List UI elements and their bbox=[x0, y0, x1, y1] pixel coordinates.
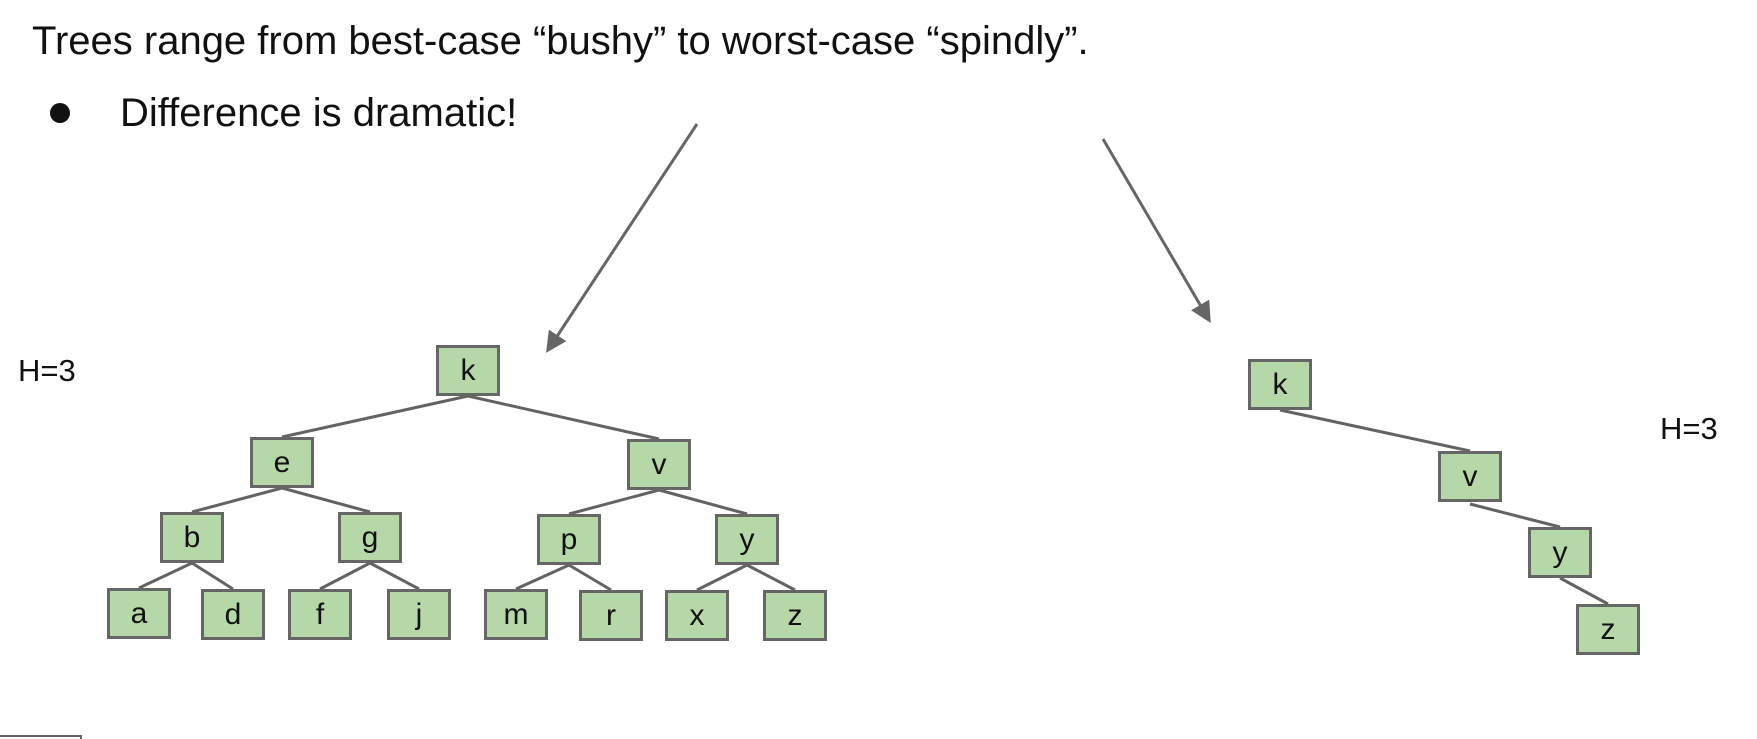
bullet-text: Difference is dramatic! bbox=[120, 91, 518, 135]
bushy-node: k bbox=[436, 345, 500, 396]
edge-e-g bbox=[281, 486, 371, 514]
edge-p-r bbox=[568, 563, 612, 592]
bushy-node: e bbox=[250, 437, 314, 488]
bushy-tree-edges bbox=[138, 394, 796, 592]
edge-g-j bbox=[369, 561, 420, 591]
bushy-node: a bbox=[107, 588, 171, 639]
edge-v-y-spindly bbox=[1469, 502, 1561, 529]
bushy-node: v bbox=[627, 439, 691, 490]
edge-p-m bbox=[515, 563, 570, 591]
spindly-node: k bbox=[1248, 359, 1312, 410]
edge-y-z-spindly bbox=[1559, 576, 1609, 606]
bullet-dot-icon bbox=[50, 103, 70, 123]
slide-title: Trees range from best-case “bushy” to wo… bbox=[32, 19, 1089, 63]
edge-b-a bbox=[138, 561, 193, 590]
bullet-item: Difference is dramatic! bbox=[50, 88, 517, 138]
edge-v-y bbox=[658, 488, 748, 516]
spindly-node: v bbox=[1438, 451, 1502, 502]
bushy-node: z bbox=[763, 590, 827, 641]
bushy-node: m bbox=[484, 589, 548, 640]
edge-g-f bbox=[319, 561, 371, 591]
spindly-node: z bbox=[1576, 604, 1640, 655]
edge-k-v-spindly bbox=[1279, 408, 1471, 453]
bushy-node: b bbox=[160, 512, 224, 563]
edge-e-b bbox=[191, 486, 283, 514]
spindly-height-label: H=3 bbox=[1660, 411, 1718, 446]
bushy-node: f bbox=[288, 589, 352, 640]
edge-v-p bbox=[568, 488, 660, 516]
bushy-node: r bbox=[579, 590, 643, 641]
slide-corner-fragment bbox=[0, 735, 82, 739]
bushy-node: y bbox=[715, 514, 779, 565]
edge-k-v bbox=[467, 394, 660, 441]
spindly-tree-edges bbox=[1279, 408, 1609, 606]
spindly-node: y bbox=[1528, 527, 1592, 578]
bushy-pointer-arrow bbox=[546, 123, 699, 353]
bushy-node: p bbox=[537, 514, 601, 565]
bushy-node: x bbox=[665, 590, 729, 641]
spindly-pointer-arrow bbox=[1101, 138, 1211, 324]
bushy-node: g bbox=[338, 512, 402, 563]
edge-k-e bbox=[281, 394, 469, 439]
edge-y-z bbox=[746, 563, 796, 592]
bushy-node: d bbox=[201, 589, 265, 640]
edge-y-x bbox=[696, 563, 748, 592]
bushy-node: j bbox=[387, 589, 451, 640]
bushy-height-label: H=3 bbox=[18, 353, 76, 388]
edge-b-d bbox=[191, 561, 234, 591]
